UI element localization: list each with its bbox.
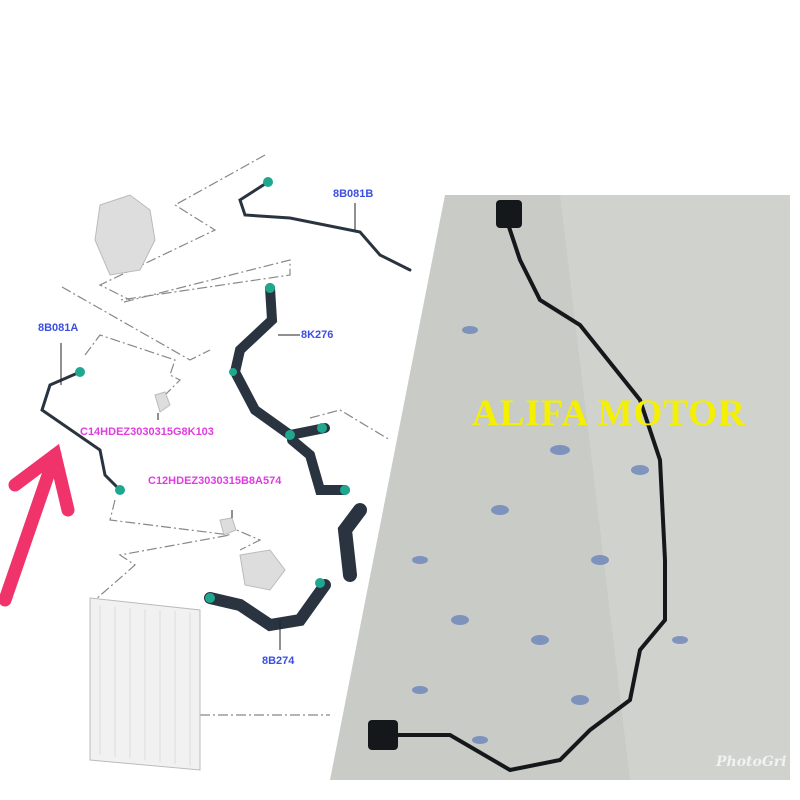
pipe-connector-top — [496, 200, 522, 228]
coolant-pipe — [393, 213, 667, 773]
part-label-8k276: 8K276 — [301, 329, 334, 341]
bag-logo-pattern — [412, 326, 688, 744]
fitting-illustration — [154, 391, 171, 413]
reference-code: C14HDEZ3030315G8K103 — [80, 426, 214, 438]
part-label-8b081a: 8B081A — [38, 322, 79, 334]
hoses — [40, 180, 412, 632]
fitting-illustration — [219, 517, 237, 536]
part-label-8b274: 8B274 — [262, 655, 295, 667]
leader-lines — [61, 154, 391, 716]
reservoir-illustration — [94, 194, 156, 276]
callout-lines — [60, 203, 356, 650]
app-watermark: PhotoGri — [716, 754, 787, 770]
red-arrow-indicator — [0, 443, 75, 607]
reference-code: C12HDEZ3030315B8A574 — [148, 475, 282, 487]
shop-watermark: ALIFA MOTOR — [472, 393, 746, 434]
part-label-8b081b: 8B081B — [333, 188, 374, 200]
bracket-illustration — [239, 549, 286, 591]
radiator-illustration — [89, 597, 201, 771]
product-photo — [330, 195, 790, 780]
hose-clamps — [75, 177, 350, 603]
pipe-connector-bottom — [368, 720, 398, 750]
